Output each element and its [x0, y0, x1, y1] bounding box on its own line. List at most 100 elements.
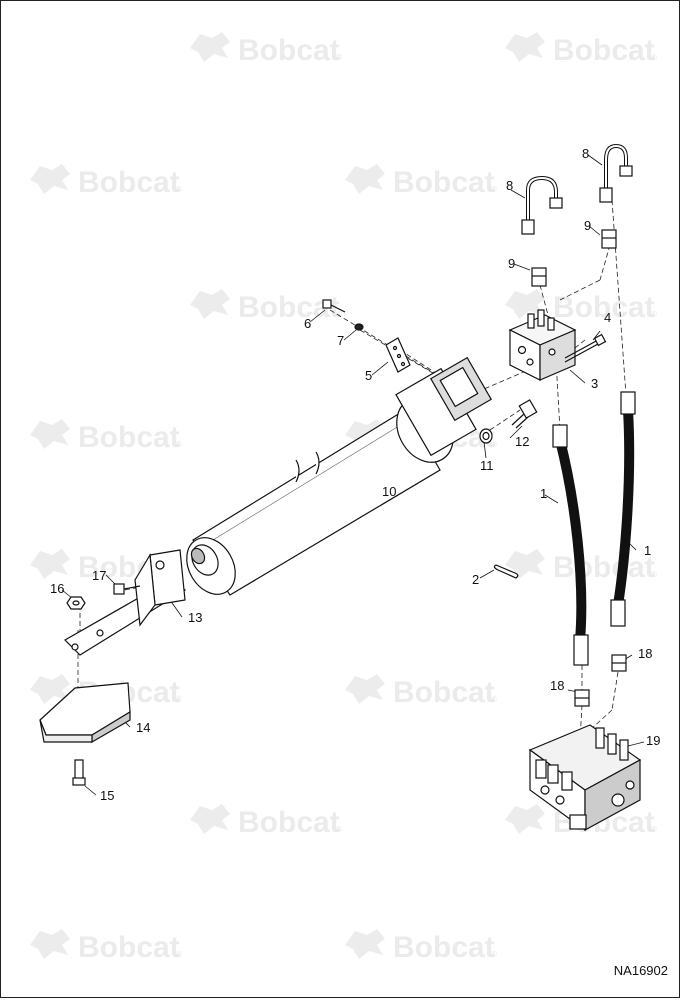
hose [610, 391, 636, 627]
callout-number: 9 [584, 218, 591, 233]
watermark-brand: Bobcat [238, 34, 340, 67]
watermark-registered-mark: ® [176, 440, 182, 449]
bobcat-watermark: Bobcat® [190, 804, 342, 839]
callout-number: 18 [638, 646, 652, 661]
cap-screw [511, 399, 538, 429]
bobcat-logo-icon [345, 164, 385, 194]
lower-bracket [64, 549, 187, 656]
callout-number: 8 [506, 178, 513, 193]
bobcat-watermark: Bobcat® [505, 549, 657, 584]
drawing-id: NA16902 [613, 963, 668, 978]
callout-number: 11 [480, 458, 494, 473]
callout-number: 5 [365, 368, 372, 383]
small-bolt [322, 299, 346, 313]
foot-bolt [72, 759, 86, 786]
callout-number: 9 [508, 256, 515, 271]
watermark-registered-mark: ® [651, 570, 657, 579]
watermark-registered-mark: ® [651, 310, 657, 319]
watermark-brand: Bobcat [393, 931, 495, 964]
bobcat-logo-icon [190, 289, 230, 319]
bobcat-logo-icon [505, 804, 545, 834]
callout-number: 19 [646, 733, 660, 748]
watermark-registered-mark: ® [491, 440, 497, 449]
callout-number: 3 [591, 376, 598, 391]
bobcat-watermark: Bobcat® [30, 929, 182, 964]
bobcat-watermark: Bobcat® [190, 289, 342, 324]
long-bolt [564, 333, 607, 363]
adapter [531, 229, 617, 287]
watermark-registered-mark: ® [651, 825, 657, 834]
callout-number: 6 [304, 316, 311, 331]
hose [552, 424, 589, 666]
callout-number: 15 [100, 788, 114, 803]
valve-block [508, 309, 577, 381]
watermark-registered-mark: ® [491, 950, 497, 959]
bobcat-logo-icon [190, 32, 230, 62]
bobcat-logo-icon [345, 929, 385, 959]
callout-number: 8 [582, 146, 589, 161]
bobcat-watermark: Bobcat® [190, 32, 342, 67]
bobcat-watermark: Bobcat® [345, 674, 497, 709]
watermark-brand: Bobcat [553, 551, 655, 584]
bobcat-logo-icon [30, 674, 70, 704]
watermark-brand: Bobcat [553, 291, 655, 324]
bobcat-watermark: Bobcat® [345, 929, 497, 964]
callout-number: 7 [337, 333, 344, 348]
callout-number: 13 [188, 610, 202, 625]
callout-number: 1 [644, 543, 651, 558]
bobcat-logo-icon [30, 419, 70, 449]
bobcat-logo-icon [505, 549, 545, 579]
watermark-registered-mark: ® [336, 825, 342, 834]
callout-number: 17 [92, 568, 106, 583]
callout-number: 4 [604, 310, 611, 325]
watermark-registered-mark: ® [176, 185, 182, 194]
bracket-bolt [113, 583, 141, 595]
callout-number: 12 [515, 434, 529, 449]
cylinder [186, 356, 493, 596]
watermark-registered-mark: ® [176, 695, 182, 704]
watermark-brand: Bobcat [78, 931, 180, 964]
elbow-fitting [599, 143, 633, 203]
bracket [385, 337, 411, 373]
callout-number: 10 [382, 484, 396, 499]
nut [354, 323, 364, 331]
watermark-brand: Bobcat [78, 421, 180, 454]
bobcat-watermark: Bobcat® [505, 32, 657, 67]
callout-number: 14 [136, 720, 150, 735]
bobcat-logo-icon [505, 289, 545, 319]
bobcat-logo-icon [30, 929, 70, 959]
callout-number: 18 [550, 678, 564, 693]
watermark-registered-mark: ® [336, 53, 342, 62]
flange-nut [66, 596, 86, 610]
watermark-brand: Bobcat [78, 166, 180, 199]
pin [493, 564, 519, 579]
bobcat-logo-icon [190, 804, 230, 834]
elbow-fitting [521, 175, 563, 235]
bobcat-watermark: Bobcat® [30, 419, 182, 454]
watermark-registered-mark: ® [336, 310, 342, 319]
callout-number: 2 [472, 572, 479, 587]
foot [39, 682, 131, 744]
bobcat-logo-icon [505, 32, 545, 62]
watermark-brand: Bobcat [553, 34, 655, 67]
watermark-brand: Bobcat [238, 806, 340, 839]
bobcat-watermark: Bobcat® [505, 289, 657, 324]
control-valve [528, 724, 642, 832]
watermark-registered-mark: ® [491, 185, 497, 194]
callout-number: 1 [540, 486, 547, 501]
callout-number: 16 [50, 581, 64, 596]
bobcat-watermark: Bobcat® [345, 164, 497, 199]
fitting [574, 654, 627, 707]
watermark-registered-mark: ® [651, 53, 657, 62]
washer [479, 428, 493, 444]
watermark-brand: Bobcat [393, 676, 495, 709]
watermark-registered-mark: ® [491, 695, 497, 704]
bobcat-watermark: Bobcat® [30, 164, 182, 199]
watermark-registered-mark: ® [176, 950, 182, 959]
bobcat-logo-icon [30, 549, 70, 579]
bobcat-logo-icon [30, 164, 70, 194]
bobcat-logo-icon [345, 674, 385, 704]
